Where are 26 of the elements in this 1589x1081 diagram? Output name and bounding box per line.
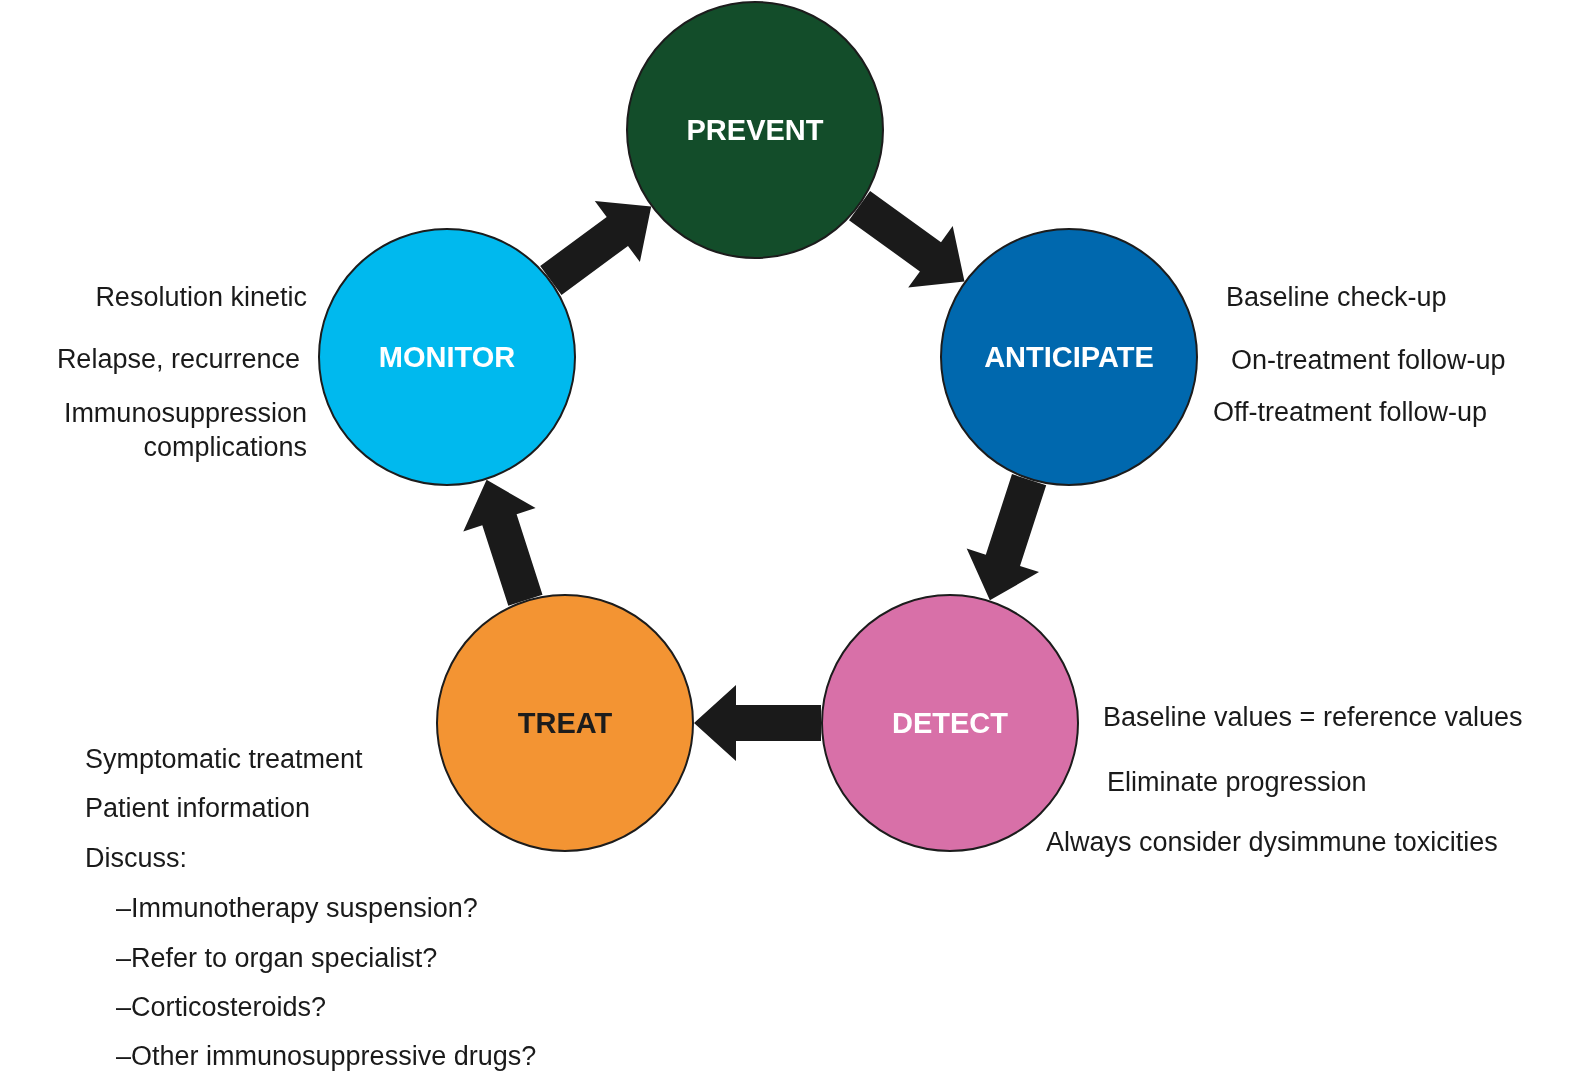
bullet-text: On-treatment follow-up	[1231, 344, 1506, 378]
bullet-text: Relapse, recurrence	[56, 343, 300, 377]
bullet-text: Immunosuppression complications	[62, 397, 307, 464]
stage-label: MONITOR	[378, 340, 516, 374]
stage-label: DETECT	[892, 706, 1008, 740]
bullet-text: Eliminate progression	[1107, 766, 1367, 800]
bullet-text: –Refer to organ specialist?	[116, 942, 438, 976]
block-arrow	[540, 200, 652, 295]
stage-label: TREAT	[517, 706, 613, 740]
bullet-text: Resolution kinetic	[95, 281, 307, 315]
bullet-text: –Immunotherapy suspension?	[116, 892, 478, 926]
bullet-text: Symptomatic treatment	[85, 743, 363, 777]
bullet-text: –Other immunosuppressive drugs?	[116, 1040, 537, 1074]
block-arrow	[463, 479, 543, 606]
bullet-text: Off-treatment follow-up	[1213, 396, 1488, 430]
bullet-text: Always consider dysimmune toxicities	[1046, 826, 1498, 860]
stage-label: PREVENT	[686, 113, 824, 147]
bullet-text: Discuss:	[85, 842, 187, 876]
stage-label: ANTICIPATE	[984, 340, 1154, 374]
bullet-text: Patient information	[85, 792, 311, 826]
bullet-text: Baseline check-up	[1226, 281, 1447, 315]
block-arrow	[849, 191, 965, 288]
bullet-text: Baseline values = reference values	[1103, 701, 1523, 735]
block-arrow	[966, 474, 1047, 601]
bullet-text: –Corticosteroids?	[116, 991, 327, 1025]
block-arrow	[694, 685, 821, 761]
